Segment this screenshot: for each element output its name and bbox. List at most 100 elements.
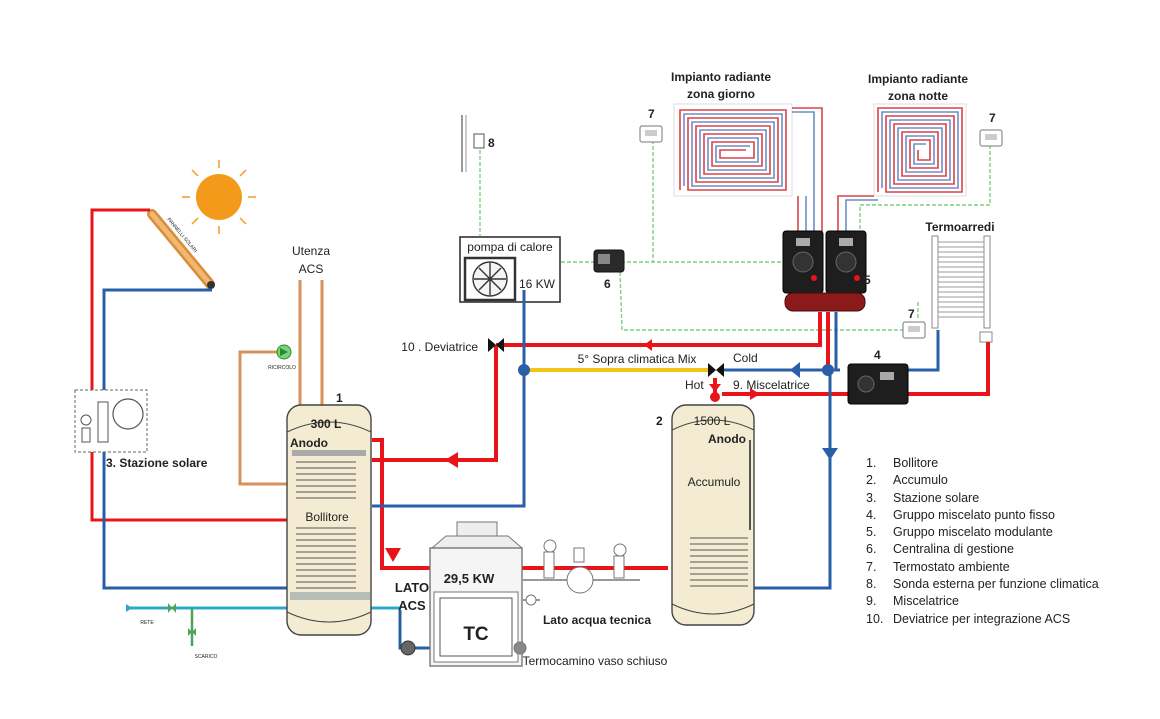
label-number-7-day: 7 — [648, 107, 655, 121]
circulator-pump — [400, 640, 416, 656]
zone-night-title-line1: Impianto radiante — [868, 72, 968, 86]
climatic-mix-label: 5° Sopra climatica Mix — [578, 352, 697, 366]
legend-item-number: 4. — [866, 507, 877, 522]
network-label: RETE — [140, 620, 154, 626]
legend-item: 2. Accumulo — [866, 472, 1099, 489]
label-number-4: 4 — [874, 348, 881, 362]
legend-item-text: Bollitore — [893, 456, 939, 470]
legend-item: 1. Bollitore — [866, 455, 1099, 472]
modulating-mix-group — [782, 230, 867, 312]
network-valves — [126, 603, 196, 636]
lato-acqua-label: Lato acqua tecnica — [543, 613, 651, 627]
fixed-point-mix-group — [847, 363, 909, 405]
legend-item-text: Stazione solare — [893, 490, 980, 505]
tc-fittings — [513, 539, 640, 655]
bollitore-capacity: 300 L — [311, 417, 342, 431]
flow-arrows — [385, 339, 838, 562]
termocamino-label: Termocamino vaso schiuso — [523, 654, 668, 668]
bollitore-tank — [286, 404, 372, 636]
legend-item-number: 7. — [866, 559, 877, 574]
hot-pipes — [372, 312, 990, 570]
lato-acs-line1: LATO — [395, 580, 429, 595]
pipe-junction-1 — [518, 364, 530, 376]
bollitore-anodo: Anodo — [290, 436, 328, 450]
legend-item-text: Gruppo miscelato punto fisso — [893, 507, 1055, 522]
legend-item: 9. Miscelatrice — [866, 593, 1099, 610]
legend-item-text: Centralina di gestione — [893, 542, 1014, 557]
legend-item-number: 10. — [866, 611, 884, 626]
radiant-zone-night — [837, 103, 967, 232]
label-number-7-night: 7 — [989, 111, 996, 125]
label-number-8: 8 — [488, 136, 495, 150]
heat-pump-label: pompa di calore — [467, 240, 553, 254]
legend-item-text: Deviatrice per integrazione ACS — [893, 611, 1071, 626]
room-thermostat-termoarredi — [902, 321, 926, 339]
legend-item-text: Miscelatrice — [893, 594, 959, 609]
mixing-valve — [708, 363, 724, 402]
solar-station — [74, 389, 148, 453]
legend-item: 8. Sonda esterna per funzione climatica — [866, 576, 1099, 593]
legend-item-text: Accumulo — [893, 473, 948, 488]
mixing-valve-label: 9. Miscelatrice — [733, 378, 810, 392]
legend-item: 6. Centralina di gestione — [866, 541, 1099, 558]
hot-label: Hot — [685, 378, 704, 392]
solar-station-label: 3. Stazione solare — [106, 456, 208, 470]
bollitore-label: Bollitore — [305, 510, 349, 524]
legend-item: 5. Gruppo miscelato modulante — [866, 524, 1099, 541]
label-number-6: 6 — [604, 277, 611, 291]
legend-item-text: Termostato ambiente — [893, 559, 1010, 574]
diverter-valve — [488, 338, 504, 352]
room-thermostat-night — [979, 129, 1003, 147]
sun-icon — [182, 160, 256, 234]
label-number-1: 1 — [336, 391, 343, 405]
legend-item: 10. Deviatrice per integrazione ACS — [866, 611, 1099, 628]
legend: 1. Bollitore 2. Accumulo 3. Stazione solare 4.… — [866, 455, 1099, 628]
termocamino-tc: TC — [463, 624, 489, 645]
lato-acs-line2: ACS — [398, 598, 426, 613]
label-number-5: 5 — [864, 273, 871, 287]
legend-item-number: 5. — [866, 525, 877, 540]
pipe-junction-2 — [822, 364, 834, 376]
acs-pipes — [238, 280, 324, 486]
utenza-label-line1: Utenza — [292, 244, 330, 258]
room-thermostat-day — [639, 125, 663, 143]
towel-radiator — [931, 235, 993, 343]
termocamino — [429, 521, 523, 667]
legend-item-number: 8. — [866, 577, 877, 592]
accumulo-anodo: Anodo — [708, 432, 746, 446]
zone-day-title-line1: Impianto radiante — [671, 70, 771, 84]
radiant-zone-day — [673, 103, 823, 232]
termocamino-power: 29,5 KW — [444, 571, 495, 586]
signal-wires — [479, 140, 991, 331]
cold-label: Cold — [733, 351, 758, 365]
legend-item-number: 3. — [866, 490, 877, 505]
accumulo-tank — [671, 404, 755, 626]
legend-item: 7. Termostato ambiente — [866, 559, 1099, 576]
solar-panel — [147, 209, 215, 289]
heat-pump-power: 16 KW — [519, 277, 556, 291]
label-number-7-towel: 7 — [908, 307, 915, 321]
accumulo-capacity: 1500 L — [694, 414, 731, 428]
control-unit — [593, 249, 625, 273]
legend-item-number: 6. — [866, 542, 877, 557]
drain-label: SCARICO — [195, 654, 218, 660]
zone-day-title-line2: zona giorno — [687, 87, 755, 101]
legend-item-number: 2. — [866, 473, 877, 488]
zone-night-title-line2: zona notte — [888, 89, 948, 103]
legend-item-text: Gruppo miscelato modulante — [893, 525, 1053, 540]
recirculation-label: RICIRCOLO — [268, 365, 296, 371]
legend-item-number: 9. — [866, 594, 877, 609]
accumulo-label: Accumulo — [688, 475, 741, 489]
legend-item-text: Sonda esterna per funzione climatica — [893, 577, 1099, 592]
legend-item-number: 1. — [866, 456, 877, 470]
external-sensor — [461, 115, 485, 172]
recirculation-pump — [276, 344, 292, 360]
label-number-2: 2 — [656, 414, 663, 428]
termoarredi-title: Termoarredi — [925, 220, 994, 234]
legend-item: 3. Stazione solare — [866, 490, 1099, 507]
diverter-label: 10 . Deviatrice — [401, 340, 478, 354]
legend-item: 4. Gruppo miscelato punto fisso — [866, 507, 1099, 524]
heat-pump — [459, 236, 561, 303]
utenza-label-line2: ACS — [299, 262, 324, 276]
